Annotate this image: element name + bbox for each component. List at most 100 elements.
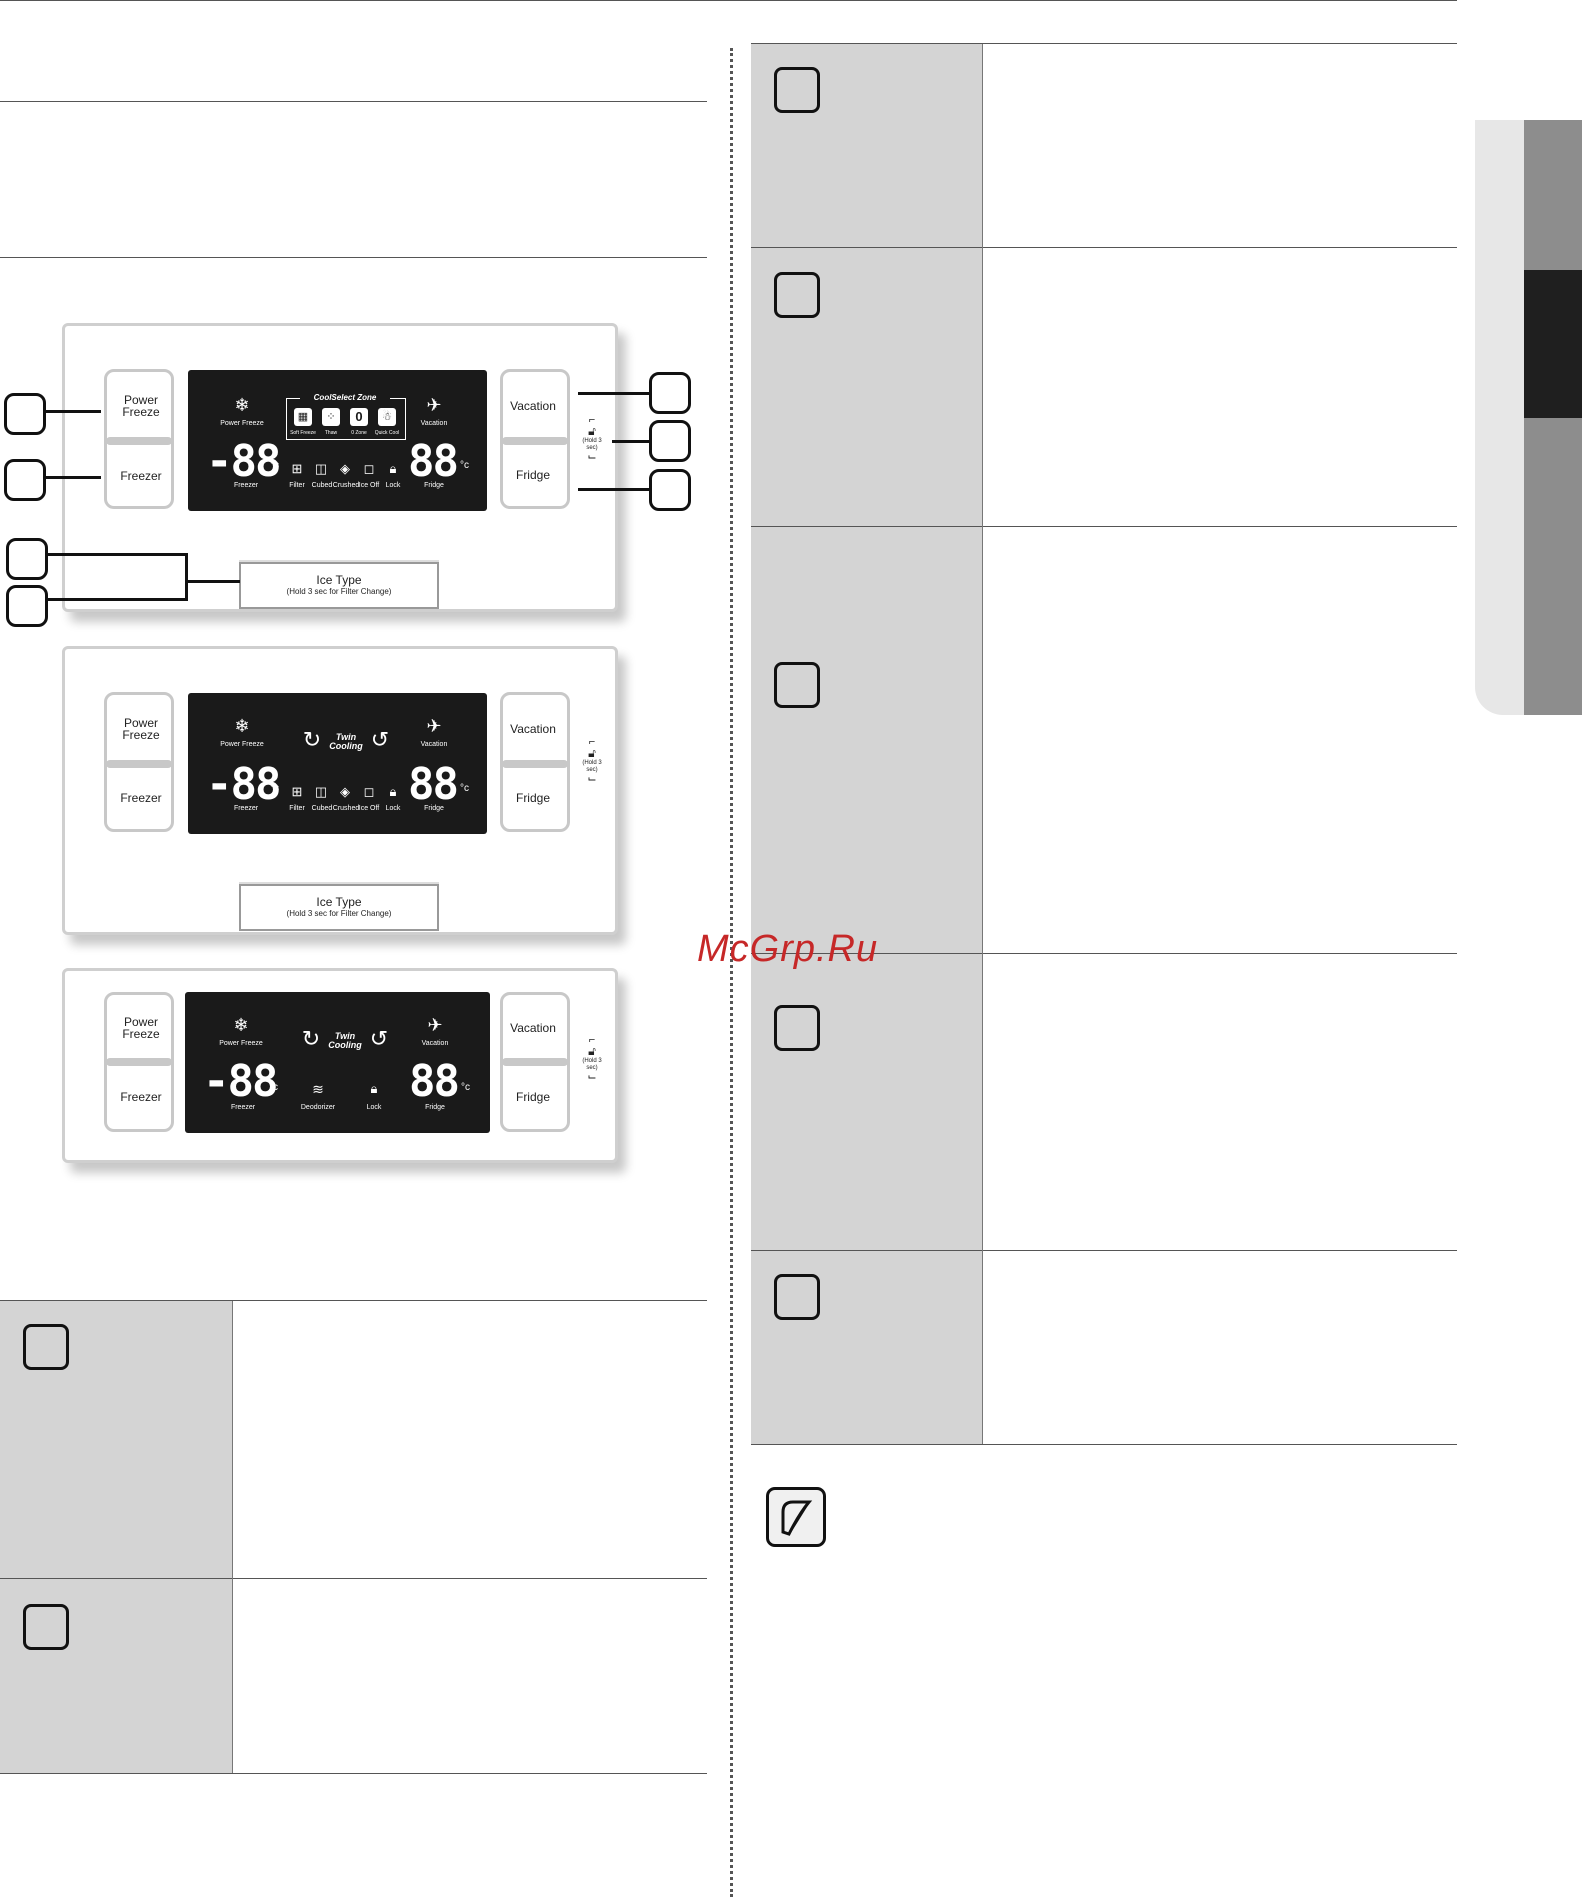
hold-3-sec-label: (Hold 3 sec) — [582, 1058, 602, 1071]
fridge-indicator: Fridge — [425, 1104, 445, 1111]
callout-line-ice-vertical — [185, 553, 188, 601]
callout-line-fridge — [578, 488, 649, 491]
freezer-temperature: -88 — [206, 759, 281, 810]
crushed-icon: ◈ — [340, 461, 350, 476]
left-rule-1 — [0, 101, 707, 102]
freezer-temperature: -88 — [203, 1056, 278, 1107]
item-number-box — [23, 1324, 69, 1370]
power-freeze-label-1: Power — [123, 1015, 158, 1029]
right-table-cell-2 — [751, 248, 982, 526]
lock-label: Lock — [366, 1104, 382, 1111]
cubed-icon: ◫ — [314, 784, 328, 799]
callout-line-vacation — [578, 392, 649, 395]
cooling-label: Cooling — [329, 741, 363, 751]
bracket-bottom-icon: ⌙ — [587, 773, 597, 785]
chapter-tab-3 — [1524, 418, 1582, 715]
display-screen-3: ❄ Power Freeze ↻ Twin Cooling ↺ ✈ Vacati… — [185, 992, 490, 1133]
fridge-button[interactable]: Fridge — [515, 468, 550, 482]
right-button-frame-1 — [500, 369, 570, 509]
callout-line-lock — [612, 440, 649, 443]
filter-label: Filter — [289, 805, 305, 812]
freezer-button[interactable]: Freezer — [120, 469, 162, 483]
deodorizer-label: Deodorizer — [300, 1104, 336, 1111]
watermark: McGrp.Ru — [697, 928, 879, 970]
lock-display-icon: 🔒︎ — [370, 1081, 378, 1096]
power-freeze-label-1: Power — [123, 716, 158, 730]
lock-button[interactable]: ⌐ 🔓︎ (Hold 3 sec) ⌙ — [577, 414, 607, 463]
callout-line-freezer — [43, 476, 101, 479]
callout-vacation — [649, 372, 691, 414]
right-button-frame-2 — [500, 692, 570, 832]
crushed-icon: ◈ — [340, 784, 350, 799]
power-freeze-button-2[interactable]: Power Freeze — [101, 717, 181, 741]
left-table-bottom-rule — [0, 1773, 707, 1774]
vacation-button-3[interactable]: Vacation — [510, 1021, 556, 1035]
fridge-temperature: 88 — [408, 436, 459, 487]
ice-off-icon: ◻ — [363, 461, 375, 476]
freezer-degree-unit: °c — [270, 460, 279, 471]
lock-button-2[interactable]: ⌐ 🔓︎ (Hold 3 sec) ⌙ — [577, 736, 607, 785]
power-freeze-button[interactable]: Power Freeze — [101, 394, 181, 418]
callout-line-power-freeze — [43, 410, 101, 413]
chapter-tab-active — [1524, 270, 1582, 418]
fridge-indicator: Fridge — [424, 482, 444, 489]
fridge-degree-unit: °c — [460, 783, 469, 794]
right-button-divider-3 — [502, 1058, 568, 1066]
lock-display-icon: 🔒︎ — [389, 461, 397, 476]
filter-icon: ⊞ — [291, 784, 303, 799]
right-table-rule-2 — [751, 526, 1457, 527]
item-number-box — [774, 1274, 820, 1320]
hold-3-sec-label: (Hold 3 sec) — [582, 438, 602, 451]
callout-ice-type-1 — [6, 538, 48, 580]
power-freeze-label-2: Freeze — [122, 728, 160, 742]
soft-freeze-icon: ▦ — [294, 408, 312, 426]
lock-label: Lock — [385, 482, 401, 489]
vacation-icon: ✈ — [426, 716, 442, 736]
fridge-degree-unit: °c — [461, 1082, 470, 1093]
left-button-frame-1 — [104, 369, 174, 509]
freezer-degree-unit: °c — [270, 783, 279, 794]
vacation-icon: ✈ — [426, 395, 442, 415]
bracket-top-icon: ⌐ — [588, 414, 596, 426]
crushed-label: Crushed — [332, 482, 360, 489]
left-rule-2 — [0, 257, 707, 258]
power-freeze-label-2: Freeze — [122, 1027, 160, 1041]
power-freeze-button-3[interactable]: Power Freeze — [101, 1016, 181, 1040]
cooling-label: Cooling — [328, 1040, 362, 1050]
vacation-icon: ✈ — [427, 1015, 443, 1035]
right-table-top-rule — [751, 43, 1457, 44]
lock-button-3[interactable]: ⌐ 🔓︎ (Hold 3 sec) ⌙ — [577, 1035, 607, 1083]
ice-type-button-2[interactable]: Ice Type (Hold 3 sec for Filter Change) — [239, 884, 439, 931]
deodorizer-icon: ≋ — [312, 1081, 324, 1097]
ice-off-icon: ◻ — [363, 784, 375, 799]
callout-lock — [649, 420, 691, 462]
right-table-cell-5 — [751, 1251, 982, 1444]
callout-freezer — [4, 459, 46, 501]
item-number-box — [774, 1005, 820, 1051]
quick-cool-icon: ☃ — [378, 408, 396, 426]
ice-type-button[interactable]: Ice Type (Hold 3 sec for Filter Change) — [239, 562, 439, 609]
vacation-button[interactable]: Vacation — [510, 399, 556, 413]
bracket-top-icon: ⌐ — [588, 736, 596, 748]
lock-label: Lock — [385, 805, 401, 812]
right-table-cell-1 — [751, 44, 982, 247]
lock-icon: 🔓︎ — [588, 1044, 596, 1058]
fridge-button-3[interactable]: Fridge — [515, 1090, 550, 1104]
right-table-rule-1 — [751, 247, 1457, 248]
vacation-button-2[interactable]: Vacation — [510, 722, 556, 736]
bracket-bottom-icon: ⌙ — [587, 451, 597, 463]
ice-type-hint: (Hold 3 sec for Filter Change) — [286, 909, 392, 918]
fridge-button-2[interactable]: Fridge — [515, 791, 550, 805]
callout-power-freeze — [4, 393, 46, 435]
power-freeze-indicator: Power Freeze — [219, 1040, 263, 1047]
right-table-rule-3 — [751, 953, 1457, 954]
freezer-button-2[interactable]: Freezer — [120, 791, 162, 805]
lock-display-icon: 🔒︎ — [389, 784, 397, 799]
ice-type-label: Ice Type — [316, 895, 362, 909]
fridge-indicator: Fridge — [424, 805, 444, 812]
vacation-indicator: Vacation — [420, 741, 448, 748]
freezer-button-3[interactable]: Freezer — [120, 1090, 162, 1104]
left-table-top-rule — [0, 1300, 707, 1301]
top-rule — [0, 0, 1457, 1]
bracket-bottom-icon: ⌙ — [587, 1071, 597, 1083]
